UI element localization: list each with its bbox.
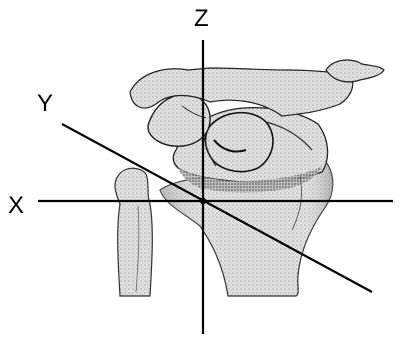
ulna-bone: [115, 168, 152, 296]
metacarpal-stub: [326, 60, 384, 82]
z-axis-label: Z: [194, 7, 209, 31]
wrist-bone-illustration: [115, 60, 384, 296]
y-axis-label: Y: [37, 92, 53, 116]
x-axis-label: X: [8, 194, 24, 218]
origin-point: [200, 198, 206, 204]
